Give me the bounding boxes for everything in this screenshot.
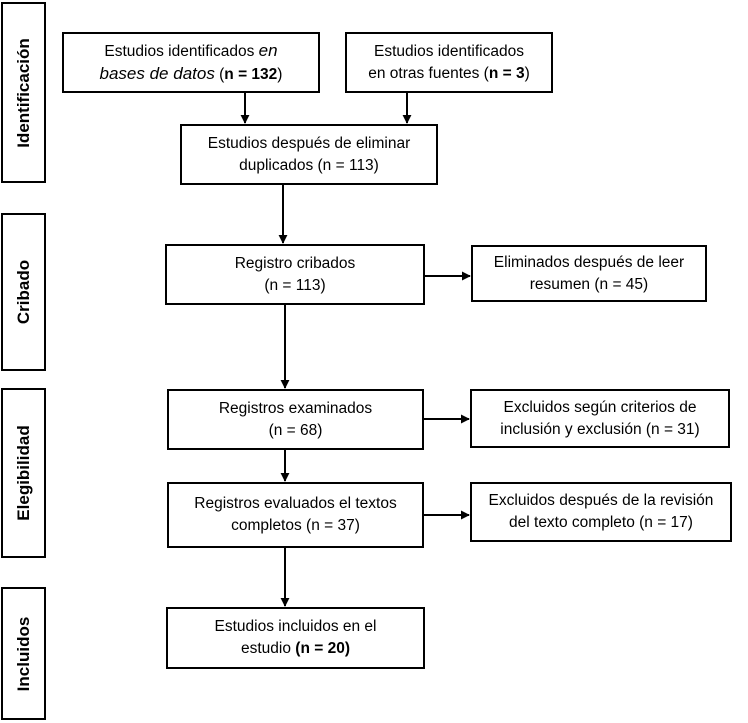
db-line2-open: ( xyxy=(214,65,225,83)
excl-criteria-line2: inclusión y exclusión (n = 31) xyxy=(500,420,700,438)
box-records-examined: Registros examinados (n = 68) xyxy=(167,389,424,450)
box-studies-databases: Estudios identificados en bases de datos… xyxy=(62,32,320,93)
db-count: n = 132 xyxy=(224,65,278,83)
screened-line2: (n = 113) xyxy=(264,276,326,294)
db-line1-text: Estudios identificados xyxy=(104,42,259,60)
dedup-line2: duplicados (n = 113) xyxy=(239,156,379,174)
db-line2-italic: bases de datos xyxy=(99,63,215,83)
box-after-duplicates: Estudios después de eliminar duplicados … xyxy=(180,124,438,185)
removed-line2: resumen (n = 45) xyxy=(529,275,649,293)
examined-line1: Registros examinados xyxy=(218,399,373,417)
excl-fulltext-line2: del texto completo (n = 17) xyxy=(509,514,693,531)
fulltext-line2: completos (n = 37) xyxy=(231,517,360,534)
other-line2-text: en otras fuentes ( xyxy=(368,64,489,82)
removed-line1: Eliminados después de leer xyxy=(493,253,685,271)
db-line1-italic: en xyxy=(258,40,278,60)
stage-identificacion: Identificación xyxy=(1,2,46,183)
dedup-line1: Estudios después de eliminar xyxy=(207,134,411,152)
stage-elegibilidad: Elegibilidad xyxy=(1,388,46,558)
included-count: (n = 20) xyxy=(295,640,350,657)
db-line2-close: ) xyxy=(277,65,283,83)
other-line1: Estudios identificados xyxy=(374,42,524,60)
other-count: n = 3 xyxy=(488,64,525,82)
stage-incluidos: Incluidos xyxy=(1,587,46,720)
examined-line2: (n = 68) xyxy=(268,421,323,439)
excl-criteria-line1: Excluidos según criterios de xyxy=(503,398,697,416)
box-records-screened: Registro cribados (n = 113) xyxy=(165,244,425,305)
other-line2-close: ) xyxy=(524,64,530,82)
screened-line1: Registro cribados xyxy=(234,254,356,272)
box-studies-included: Estudios incluidos en el estudio (n = 20… xyxy=(166,607,425,669)
fulltext-line1: Registros evaluados el textos xyxy=(194,495,397,512)
included-line2-text: estudio xyxy=(241,640,296,657)
box-removed-after-abstract: Eliminados después de leer resumen (n = … xyxy=(471,245,707,302)
box-excluded-fulltext: Excluidos después de la revisión del tex… xyxy=(470,482,732,542)
included-line1: Estudios incluidos en el xyxy=(214,618,377,635)
box-fulltext-assessed: Registros evaluados el textos completos … xyxy=(167,482,424,548)
box-studies-other-sources: Estudios identificados en otras fuentes … xyxy=(345,32,553,93)
box-excluded-criteria: Excluidos según criterios de inclusión y… xyxy=(470,389,730,448)
stage-cribado: Cribado xyxy=(1,213,46,371)
excl-fulltext-line1: Excluidos después de la revisión xyxy=(488,492,714,509)
